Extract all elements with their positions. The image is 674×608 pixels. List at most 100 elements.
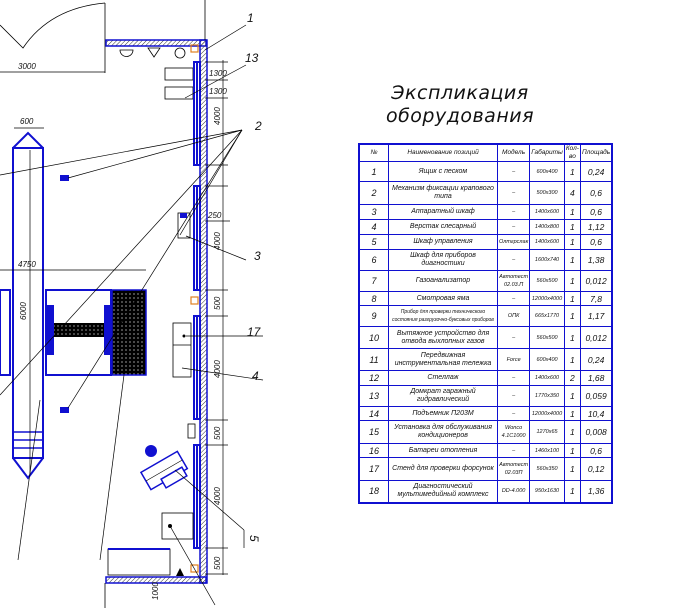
fire-icon <box>176 568 184 576</box>
cell-area: 0,6 <box>579 204 613 220</box>
sand-box-marker <box>190 44 199 53</box>
cell-no: 15 <box>358 420 389 444</box>
cell-size: 500х300 <box>529 181 565 205</box>
cell-size: 560х350 <box>529 457 565 481</box>
title-line-1: Экспликация <box>391 82 529 104</box>
walls <box>104 0 208 608</box>
cell-name: Батареи отопления <box>388 443 498 458</box>
clamp-2b <box>60 407 69 413</box>
jack-13a <box>164 67 194 81</box>
inspection-pit: 600 6000 4750 <box>0 117 146 480</box>
cell-qty: 1 <box>563 291 581 306</box>
cell-model: – <box>496 204 531 220</box>
cell-name: Верстак слесарный <box>388 219 498 235</box>
cell-no: 16 <box>358 443 389 458</box>
cell-area: 7,8 <box>579 291 613 306</box>
cabinet-6 <box>161 512 194 540</box>
cell-no: 8 <box>358 291 389 306</box>
equipment-table: № Наименование позиций Модель Габариты К… <box>358 143 614 504</box>
header-no: № <box>358 143 389 162</box>
cabinet-3-top <box>180 213 187 218</box>
callout-1: 1 <box>247 11 254 25</box>
cell-qty: 1 <box>563 234 581 250</box>
leader-lines <box>0 24 264 606</box>
cell-qty: 1 <box>563 385 581 407</box>
cell-area: 1,17 <box>579 305 613 327</box>
cell-area: 1,12 <box>579 219 613 235</box>
cell-qty: 1 <box>563 249 581 271</box>
explication-title: Экспликация оборудования <box>380 82 540 128</box>
cell-area: 0,12 <box>579 457 613 481</box>
callout-2: 2 <box>254 119 262 133</box>
cell-size: 1400х800 <box>529 219 565 235</box>
header-area: Площадь <box>579 143 613 162</box>
cell-name: Стенд для проверки форсунок <box>388 457 498 481</box>
cell-area: 0,6 <box>579 443 613 458</box>
cell-area: 0,059 <box>579 385 613 407</box>
dim-500a: 500 <box>213 296 222 310</box>
cell-name: Механизм фиксации крапового типа <box>388 181 498 205</box>
cell-qty: 1 <box>563 204 581 220</box>
callout-4: 4 <box>252 369 259 383</box>
cell-size: 1460х100 <box>529 443 565 458</box>
cell-model: ОПК <box>496 305 531 327</box>
callout-5: 5 <box>247 535 261 542</box>
dim-4000d: 4000 <box>213 487 222 505</box>
cell-area: 0,24 <box>579 161 613 182</box>
cell-model: – <box>496 385 531 407</box>
cell-no: 10 <box>358 326 389 349</box>
cell-no: 2 <box>358 181 389 205</box>
cell-qty: 1 <box>563 443 581 458</box>
drain-icon <box>147 47 161 58</box>
cell-area: 0,008 <box>579 420 613 444</box>
cell-model: – <box>496 326 531 349</box>
cell-size: 1400х600 <box>529 234 565 250</box>
cell-size: 12000х4000 <box>529 406 565 421</box>
cell-model: – <box>496 443 531 458</box>
sink-icon <box>119 49 134 57</box>
cell-model: Wonco 4.1С1000 <box>496 420 531 444</box>
cell-model: – <box>496 249 531 271</box>
cell-no: 1 <box>358 161 389 182</box>
battery-16 <box>107 548 171 576</box>
wall-equipment <box>193 61 201 549</box>
fire-extinguisher-icon <box>174 47 186 59</box>
cell-no: 3 <box>358 204 389 220</box>
dim-4750: 4750 <box>18 260 36 269</box>
cell-area: 1,36 <box>579 480 613 503</box>
dim-250: 250 <box>207 211 222 220</box>
cell-name: Подъемник П203М <box>388 406 498 421</box>
cell-size: 1400х600 <box>529 370 565 386</box>
cell-model: Force <box>496 348 531 371</box>
header-model: Модель <box>496 143 531 162</box>
callout-3: 3 <box>254 249 261 263</box>
cell-no: 6 <box>358 249 389 271</box>
workbench-4 <box>172 322 192 378</box>
header-name: Наименование позиций <box>388 143 498 162</box>
cell-model: – <box>496 291 531 306</box>
cell-size: 665х1770 <box>529 305 565 327</box>
cell-area: 0,012 <box>579 270 613 292</box>
cell-name: Смотровая яма <box>388 291 498 306</box>
cell-qty: 4 <box>563 181 581 205</box>
dim-500b: 500 <box>213 426 222 440</box>
cell-qty: 1 <box>563 305 581 327</box>
cell-size: 1270х65 <box>529 420 565 444</box>
cell-model: Автотест 02.03.П <box>496 270 531 292</box>
cell-name: Домкрат гаражный гидравлический <box>388 385 498 407</box>
table-header-row: № Наименование позиций Модель Габариты К… <box>358 143 613 162</box>
cell-no: 17 <box>358 457 389 481</box>
